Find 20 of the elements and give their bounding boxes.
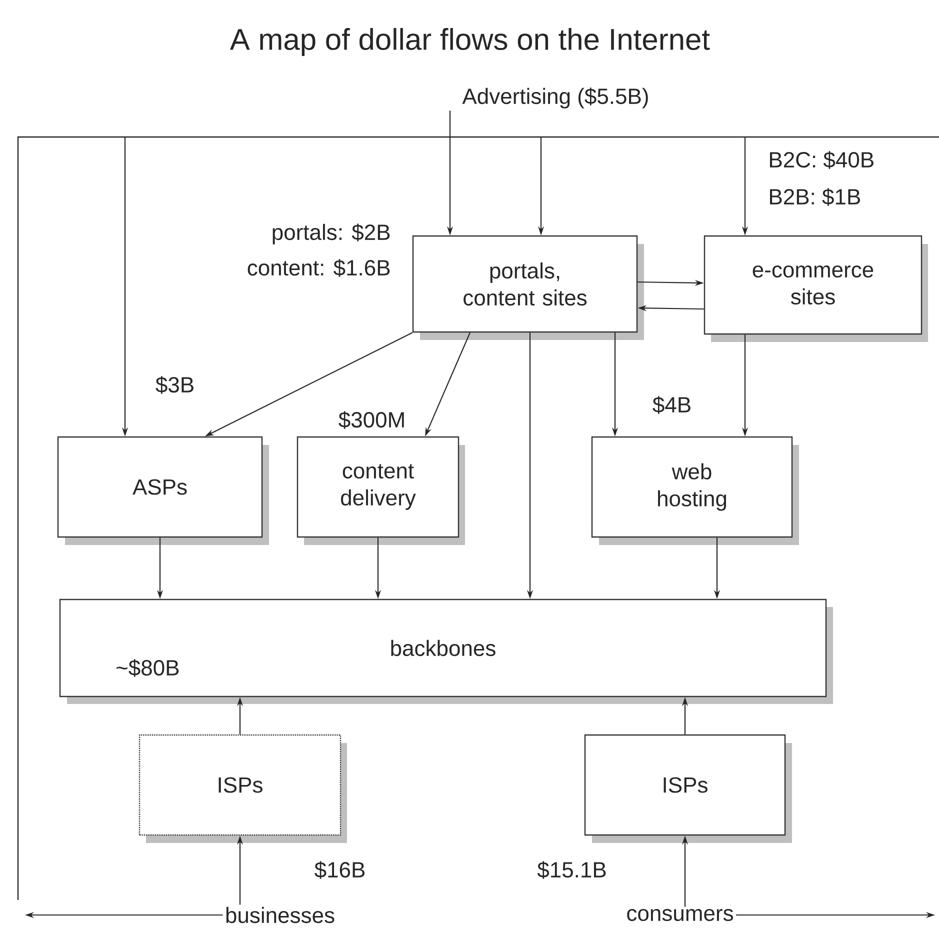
process-box: content delivery	[296, 436, 465, 545]
process-box: web hosting	[591, 436, 799, 545]
amount-label: $15.1B	[537, 861, 606, 879]
process-box: ASPs	[57, 436, 269, 545]
backbone-band: backbones ~$80B	[59, 598, 833, 704]
amount-label: B2B: $1B	[770, 188, 860, 206]
title: A map of dollar flows on the Internet	[230, 28, 710, 56]
flow-label: businesses	[226, 906, 334, 924]
flow-label: consumers	[627, 908, 733, 922]
amount-label: portals: $2B	[272, 224, 390, 244]
process-box: ISPs	[138, 734, 347, 844]
amount-label: content: $1.6B	[248, 259, 390, 277]
process-box: ISPs	[584, 734, 792, 844]
amount-label: $16B	[314, 861, 365, 879]
process-box: portals, content sites	[412, 235, 644, 340]
amount-label: $3B	[156, 376, 194, 394]
process-box: e-commerce sites	[704, 235, 928, 342]
amount-label: $4B	[652, 396, 690, 414]
flow-label: Advertising ($5.5B)	[462, 88, 648, 108]
amount-label: B2C: $40B	[770, 151, 874, 169]
